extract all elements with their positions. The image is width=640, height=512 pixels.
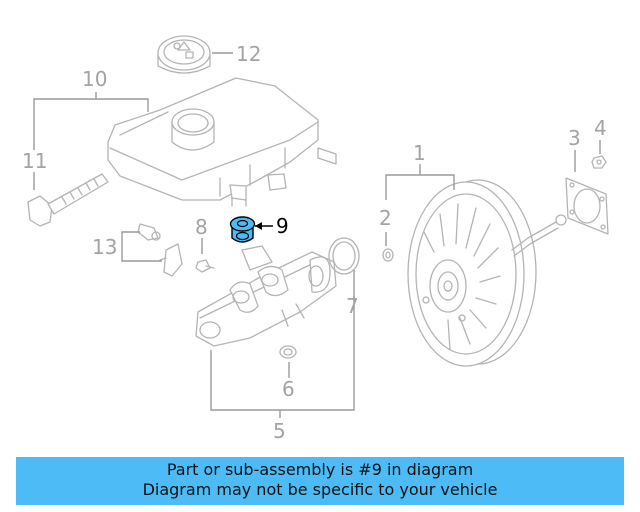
part-10-fluid-reservoir xyxy=(107,77,337,207)
banner-line-part: Part or sub-assembly is #9 in diagram xyxy=(166,460,474,479)
callout-3: 3 xyxy=(568,126,581,150)
part-1-brake-booster xyxy=(407,179,567,367)
callout-10: 10 xyxy=(82,67,107,91)
part-4-nut xyxy=(591,155,607,169)
part-3-gasket xyxy=(565,177,609,235)
part-info-banner: Part or sub-assembly is #9 in diagram Di… xyxy=(16,457,624,505)
callout-12: 12 xyxy=(236,42,261,66)
callout-6: 6 xyxy=(282,377,295,401)
callout-5: 5 xyxy=(273,419,286,443)
callout-4: 4 xyxy=(594,116,607,140)
part-13-switches xyxy=(137,223,183,277)
part-12-reservoir-cap xyxy=(157,35,211,74)
part-2-nut xyxy=(382,248,394,262)
leader-lines xyxy=(33,52,601,418)
parts-diagram: 12 10 11 13 8 9 1 2 3 4 7 6 5 xyxy=(22,35,609,443)
banner-line-disclaimer: Diagram may not be specific to your vehi… xyxy=(142,480,498,499)
callout-9: 9 xyxy=(276,214,289,238)
callout-8: 8 xyxy=(195,215,208,239)
part-11-level-sensor xyxy=(27,173,109,227)
callout-labels: 12 10 11 13 8 9 1 2 3 4 7 6 5 xyxy=(22,42,607,443)
callout-11: 11 xyxy=(22,149,47,173)
callout-2: 2 xyxy=(379,206,392,230)
part-5-master-cylinder xyxy=(195,245,337,347)
part-8-bolt xyxy=(195,259,215,273)
callout-1: 1 xyxy=(413,141,426,165)
callout-7: 7 xyxy=(346,294,359,318)
part-7-o-ring xyxy=(328,237,360,275)
callout-13: 13 xyxy=(92,235,117,259)
part-6-seal xyxy=(279,345,297,359)
part-9-grommet-highlighted[interactable] xyxy=(229,216,274,243)
